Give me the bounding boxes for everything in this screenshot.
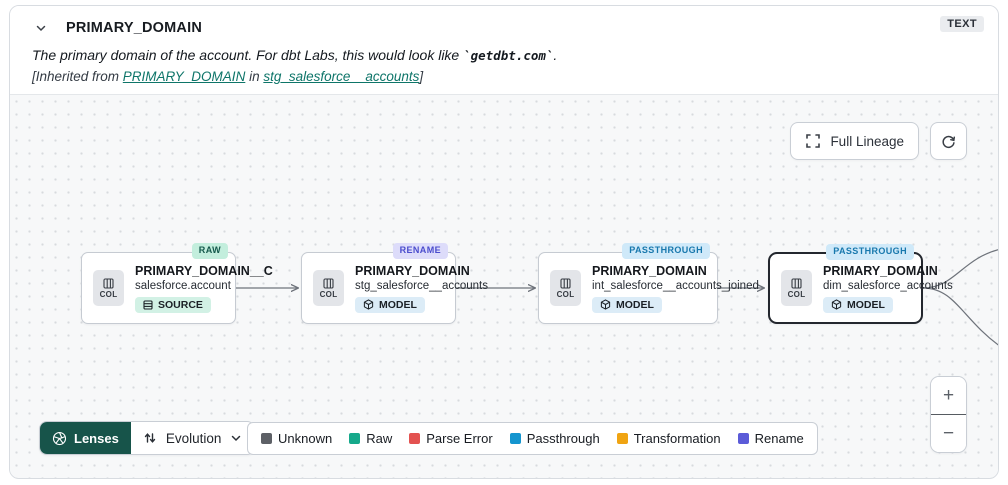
lenses-bar: Lenses Evolution [39, 421, 256, 455]
lenses-label: Lenses [74, 430, 119, 446]
col-chip-label: COL [787, 289, 806, 299]
lineage-node[interactable]: PASSTHROUGH COL PRIMARY_DOMAIN int_sales… [538, 243, 759, 324]
legend-item: Rename [737, 431, 804, 446]
legend-swatch-unknown [261, 433, 272, 444]
node-evolution-tag: PASSTHROUGH [826, 244, 914, 260]
description-text: The primary domain of the account. For d… [32, 47, 464, 63]
evolution-swap-icon [144, 433, 156, 443]
resource-type-badge: MODEL [592, 296, 662, 313]
column-header: PRIMARY_DOMAIN TEXT The primary domain o… [10, 6, 998, 94]
legend-label: Raw [366, 431, 393, 446]
node-title: PRIMARY_DOMAIN [592, 263, 707, 278]
source-icon [143, 299, 153, 310]
model-cube-icon [831, 299, 842, 310]
full-lineage-button[interactable]: Full Lineage [790, 122, 919, 160]
column-chip: COL [93, 270, 124, 306]
column-type-badge: TEXT [940, 16, 984, 32]
column-chip: COL [313, 270, 344, 306]
selected-lens-label: Evolution [165, 430, 222, 446]
description-code: `getdbt.com` [463, 48, 554, 63]
model-cube-icon [363, 299, 374, 310]
lenses-button[interactable]: Lenses [40, 422, 131, 454]
resource-type-badge: MODEL [355, 296, 425, 313]
resource-type-badge: MODEL [823, 296, 893, 313]
legend-swatch-transformation [616, 433, 628, 444]
lens-select-dropdown[interactable]: Evolution [131, 422, 255, 454]
description-period: . [553, 47, 558, 63]
col-chip-label: COL [556, 289, 575, 299]
zoom-in-button[interactable]: + [931, 377, 966, 414]
node-title: PRIMARY_DOMAIN [823, 263, 938, 278]
legend-item: Transformation [616, 431, 721, 446]
column-icon [560, 277, 571, 289]
column-icon [323, 277, 334, 289]
badge-label: SOURCE [158, 298, 203, 311]
legend-label: Transformation [633, 431, 721, 446]
zoom-out-button[interactable]: − [931, 414, 966, 452]
column-lineage-panel: PRIMARY_DOMAIN TEXT The primary domain o… [9, 5, 999, 479]
node-title: PRIMARY_DOMAIN__C [135, 263, 273, 278]
lineage-canvas[interactable]: Full Lineage RAW COL PRIMARY_DOMAIN__C s… [10, 94, 998, 478]
lineage-node-selected[interactable]: PASSTHROUGH COL PRIMARY_DOMAIN dim_sales… [768, 244, 953, 324]
legend-swatch-passthrough [509, 433, 521, 444]
legend-swatch-rename [737, 433, 749, 444]
node-subtitle: salesforce.account [135, 279, 231, 292]
node-subtitle: int_salesforce__accounts_joined [592, 279, 759, 292]
badge-label: MODEL [847, 298, 885, 311]
legend-item: Unknown [261, 431, 332, 446]
legend-swatch-raw [349, 433, 361, 444]
legend-item: Raw [349, 431, 392, 446]
lens-aperture-icon [52, 431, 67, 445]
fullscreen-icon [805, 133, 821, 149]
column-icon [791, 277, 802, 289]
column-icon [103, 277, 114, 289]
legend-item: Passthrough [509, 431, 600, 446]
legend-label: Unknown [278, 431, 333, 446]
inherited-prefix: [Inherited from [32, 69, 123, 84]
node-title: PRIMARY_DOMAIN [355, 263, 470, 278]
inherited-middle: in [245, 69, 264, 84]
inherited-note: [Inherited from PRIMARY_DOMAIN in stg_sa… [32, 69, 982, 84]
lineage-node[interactable]: RENAME COL PRIMARY_DOMAIN stg_salesforce… [301, 243, 488, 324]
collapse-chevron-icon[interactable] [32, 19, 50, 37]
inherited-column-link[interactable]: PRIMARY_DOMAIN [122, 69, 246, 84]
node-subtitle: stg_salesforce__accounts [355, 279, 488, 292]
node-evolution-tag: RENAME [392, 243, 448, 259]
lineage-node[interactable]: RAW COL PRIMARY_DOMAIN__C salesforce.acc… [81, 243, 273, 324]
inherited-suffix: ] [419, 69, 424, 84]
column-chip: COL [550, 270, 581, 306]
col-chip-label: COL [99, 289, 118, 299]
refresh-button[interactable] [930, 122, 967, 160]
node-evolution-tag: PASSTHROUGH [622, 243, 710, 259]
full-lineage-label: Full Lineage [830, 133, 904, 149]
node-subtitle: dim_salesforce_accounts [823, 279, 953, 292]
col-chip-label: COL [319, 289, 338, 299]
legend-label: Parse Error [426, 431, 493, 446]
resource-type-badge: SOURCE [135, 296, 211, 313]
refresh-icon [940, 133, 957, 150]
chevron-down-icon [232, 435, 241, 442]
legend-label: Passthrough [526, 431, 600, 446]
node-evolution-tag: RAW [191, 243, 228, 259]
model-cube-icon [600, 299, 611, 310]
legend-swatch-parse-error [409, 433, 421, 444]
legend-label: Rename [754, 431, 804, 446]
evolution-legend: Unknown Raw Parse Error Passthrough Tran… [247, 422, 818, 455]
column-description: The primary domain of the account. For d… [32, 47, 982, 63]
legend-item: Parse Error [409, 431, 493, 446]
zoom-controls: + − [930, 376, 967, 453]
badge-label: MODEL [616, 298, 654, 311]
column-chip: COL [781, 270, 812, 306]
inherited-model-link[interactable]: stg_salesforce__accounts [263, 69, 420, 84]
column-title: PRIMARY_DOMAIN [66, 20, 202, 36]
badge-label: MODEL [379, 298, 417, 311]
